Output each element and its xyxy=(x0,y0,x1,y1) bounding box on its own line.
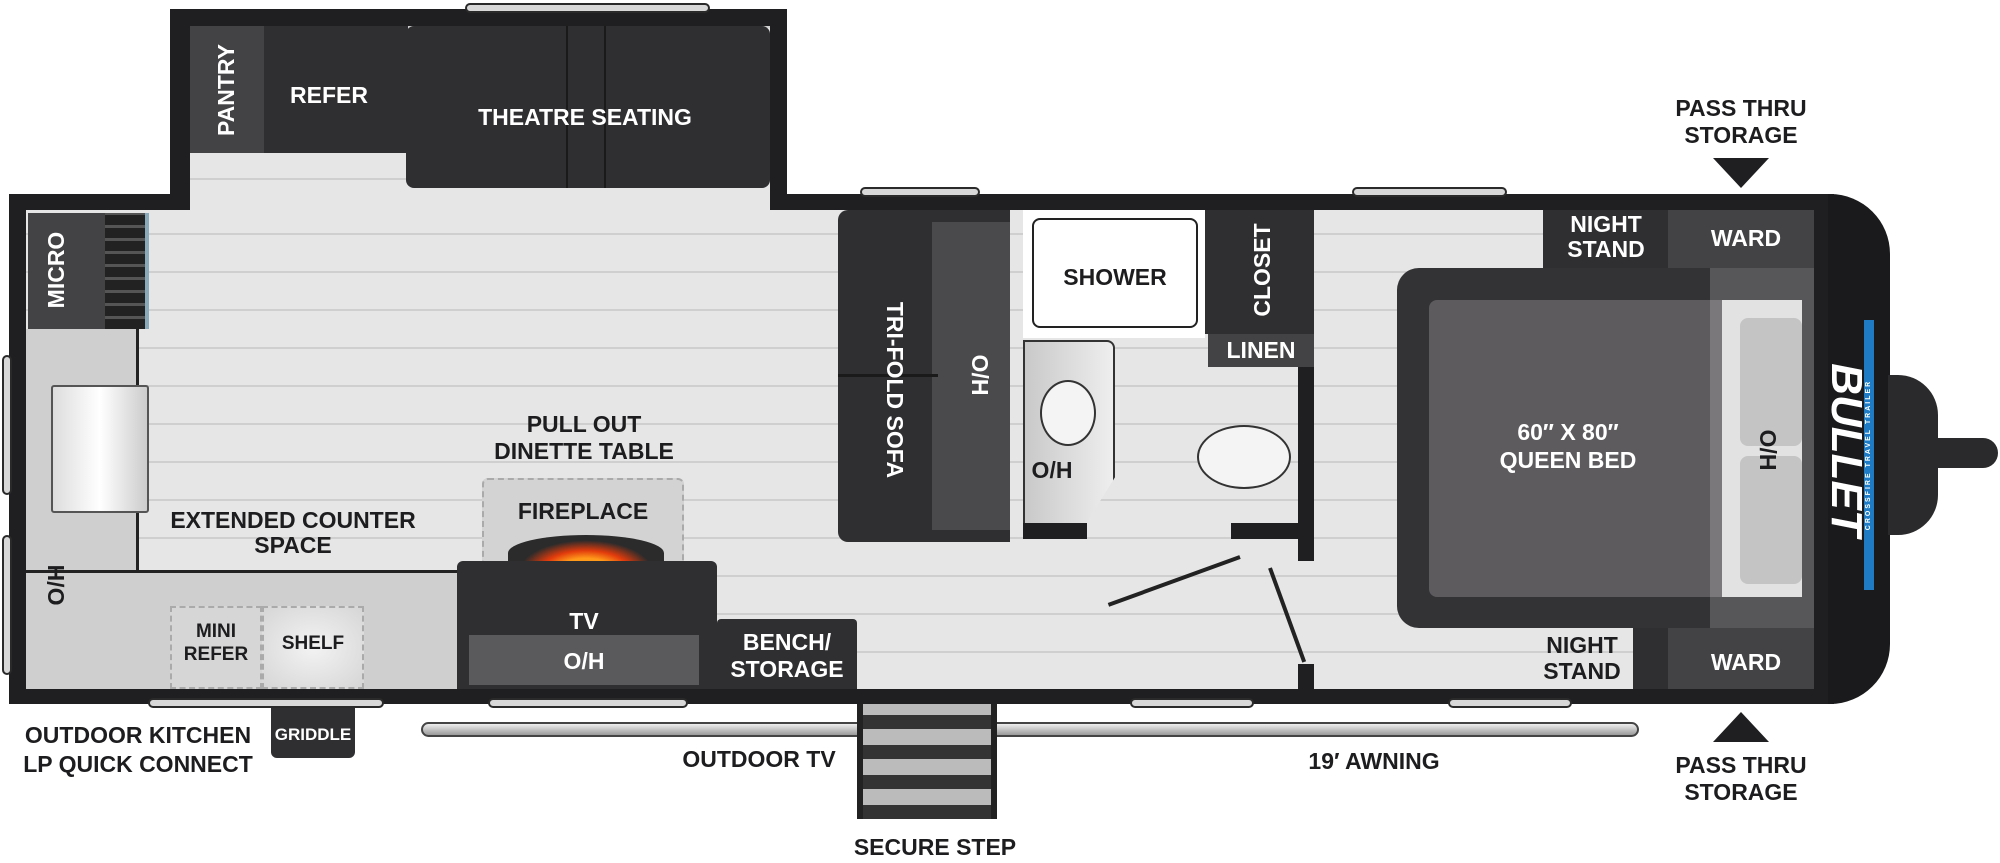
shelf-label: SHELF xyxy=(281,633,345,654)
secure-step-label: SECURE STEP xyxy=(853,834,1017,860)
griddle-label: GRIDDLE xyxy=(274,725,352,744)
window xyxy=(1448,698,1572,708)
mini-refer-label-1: MINI xyxy=(195,621,237,642)
bed-label-2: QUEEN BED xyxy=(1499,447,1637,473)
linen-label: LINEN xyxy=(1226,337,1296,363)
window xyxy=(1130,698,1254,708)
night-stand-bottom-label-2: STAND xyxy=(1543,658,1621,684)
tv-label: TV xyxy=(569,608,599,634)
pass-thru-top-label-2: STORAGE xyxy=(1684,122,1798,148)
sink-icon xyxy=(51,385,149,513)
bench-label-2: STORAGE xyxy=(730,656,844,682)
pull-out-label-1: PULL OUT xyxy=(526,411,642,437)
sofa-seam xyxy=(838,374,938,377)
bench-label-1: BENCH/ xyxy=(742,629,832,655)
kitchen-oh-label: O/H xyxy=(43,564,69,606)
outdoor-tv-label: OUTDOOR TV xyxy=(682,746,836,772)
window xyxy=(2,355,12,495)
pantry-label: PANTRY xyxy=(213,44,239,136)
night-stand-top-label-2: STAND xyxy=(1567,236,1645,262)
hitch-coupler xyxy=(1930,438,1998,468)
hitch xyxy=(1888,375,1938,535)
micro-label: MICRO xyxy=(43,231,69,309)
linen xyxy=(1208,334,1314,367)
sofa-label: TRI-FOLD SOFA xyxy=(882,301,908,479)
pass-thru-bottom-label-2: STORAGE xyxy=(1684,779,1798,805)
extended-counter-label-2: SPACE xyxy=(254,532,332,558)
arrow-down-icon xyxy=(1713,158,1769,188)
window xyxy=(2,535,12,675)
window xyxy=(148,698,384,708)
theatre-seating xyxy=(406,26,770,188)
night-stand-top xyxy=(1543,210,1668,268)
window xyxy=(860,187,980,197)
pass-thru-top-label-1: PASS THRU xyxy=(1675,95,1807,121)
pillow xyxy=(1740,456,1802,584)
vanity-oh-label: O/H xyxy=(1031,457,1073,483)
awning-label: 19′ AWNING xyxy=(1308,748,1440,774)
closet xyxy=(1205,210,1314,334)
pass-thru-bottom-label-1: PASS THRU xyxy=(1675,752,1807,778)
toilet-icon xyxy=(1197,425,1291,489)
bench-storage xyxy=(717,619,857,689)
outdoor-kitchen-label-2: LP QUICK CONNECT xyxy=(23,751,253,777)
shower-label: SHOWER xyxy=(1063,264,1167,290)
mini-refer xyxy=(170,606,262,689)
extended-counter-label-1: EXTENDED COUNTER xyxy=(170,507,416,533)
window xyxy=(465,3,710,13)
wardrobe-top-label: WARD xyxy=(1710,225,1782,251)
bathroom-sink-icon xyxy=(1040,380,1096,446)
bath-wall xyxy=(1023,523,1087,539)
window xyxy=(488,698,688,708)
window xyxy=(1352,187,1507,197)
awning xyxy=(421,722,1639,737)
pillow xyxy=(1740,318,1802,446)
stove-icon xyxy=(105,213,149,329)
shower xyxy=(1032,218,1198,328)
front-cap xyxy=(1828,194,1890,704)
tv-overhead xyxy=(469,635,699,685)
brand-logo: BULLET xyxy=(1822,363,1871,537)
bath-wall xyxy=(1298,367,1314,561)
bath-wall xyxy=(1298,664,1314,689)
tv-oh-label: O/H xyxy=(563,648,605,674)
theatre-divider xyxy=(566,26,606,188)
wardrobe-top xyxy=(1668,210,1814,268)
bath-wall xyxy=(1231,523,1298,539)
bed-label-1: 60″ X 80″ xyxy=(1517,419,1619,445)
secure-step xyxy=(857,704,997,819)
arrow-up-icon xyxy=(1713,712,1769,742)
griddle xyxy=(271,708,355,758)
night-stand-bottom xyxy=(1633,628,1668,689)
wardrobe-bottom xyxy=(1668,628,1814,689)
brand-stripe xyxy=(1864,320,1874,590)
wardrobe-bottom-label: WARD xyxy=(1710,649,1782,675)
sofa-oh-label: O/H xyxy=(967,354,993,396)
pantry xyxy=(190,26,264,153)
outdoor-kitchen-label-1: OUTDOOR KITCHEN xyxy=(24,722,252,748)
microwave xyxy=(28,213,105,329)
mini-refer-label-2: REFER xyxy=(183,644,249,665)
bed-oh-label: O/H xyxy=(1755,429,1781,471)
theatre-seating-label: THEATRE SEATING xyxy=(478,104,692,130)
refrigerator xyxy=(264,26,408,153)
fireplace-label: FIREPLACE xyxy=(517,498,649,524)
refer-label: REFER xyxy=(290,82,368,108)
closet-label: CLOSET xyxy=(1249,223,1275,317)
night-stand-top-label-1: NIGHT xyxy=(1570,211,1642,237)
mattress xyxy=(1429,300,1729,597)
sofa-overhead xyxy=(932,222,1010,530)
night-stand-bottom-label-1: NIGHT xyxy=(1546,632,1618,658)
pull-out-label-2: DINETTE TABLE xyxy=(494,438,674,464)
shelf xyxy=(262,606,364,689)
